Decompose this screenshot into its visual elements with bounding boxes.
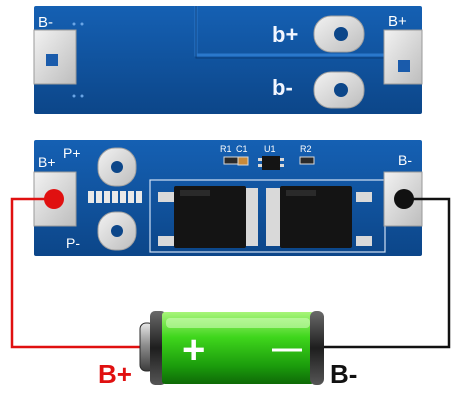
top-left-pad-hole xyxy=(46,54,58,66)
mosfet2-tab xyxy=(356,192,372,202)
wires xyxy=(10,189,451,349)
r2-label: R2 xyxy=(300,144,312,154)
battery-right-ring xyxy=(310,311,324,385)
u1-pin xyxy=(280,164,284,167)
mosfet1-highlight xyxy=(180,190,210,196)
smd-pad xyxy=(136,191,142,203)
u1-pin xyxy=(258,164,262,167)
via-dot xyxy=(80,94,84,98)
p-plus-hole xyxy=(111,161,123,173)
top-board: B- B+ b+ b- xyxy=(33,6,423,114)
top-right-pad-label: B+ xyxy=(388,13,407,30)
battery-shine xyxy=(166,318,310,328)
via-dot xyxy=(72,22,76,26)
top-right-pad xyxy=(383,29,423,85)
smd-pad xyxy=(112,191,118,203)
mosfet2-tab xyxy=(356,236,372,246)
bottom-left-pad-label: B+ xyxy=(38,154,56,170)
top-board-trace-shadow xyxy=(195,6,394,59)
via-dot xyxy=(72,94,76,98)
top-upper-hole-label: b+ xyxy=(272,22,298,47)
p-plus-label: P+ xyxy=(63,145,81,161)
mosfet1-body xyxy=(174,186,246,248)
battery-minus-symbol: — xyxy=(272,332,302,365)
r1-resistor xyxy=(223,156,239,165)
bottom-right-pad-label: B- xyxy=(398,152,412,168)
c1-label: C1 xyxy=(236,144,248,154)
mosfet1-tab xyxy=(158,236,174,246)
mosfet1-tab xyxy=(158,192,174,202)
r2-resistor xyxy=(299,156,315,165)
u1-label: U1 xyxy=(264,144,276,154)
mosfet2-body xyxy=(280,186,352,248)
top-board-pcb xyxy=(34,6,422,114)
positive-wire-label: B+ xyxy=(98,359,132,389)
smd-pad xyxy=(128,191,134,203)
positive-probe-dot xyxy=(44,189,64,209)
top-lower-hole xyxy=(334,83,348,97)
r1-label: R1 xyxy=(220,144,232,154)
mosfet2-highlight xyxy=(286,190,316,196)
p-minus-label: P- xyxy=(66,235,80,251)
smd-pad xyxy=(88,191,94,203)
negative-probe-dot xyxy=(394,189,414,209)
u1-pin xyxy=(258,158,262,161)
mosfet2-drain xyxy=(266,188,282,246)
bottom-board: B+ P+ P- B- R1 C1 U1 R2 xyxy=(33,140,423,256)
via-dot xyxy=(80,22,84,26)
smd-pad xyxy=(96,191,102,203)
top-upper-hole xyxy=(334,27,348,41)
u1-chip xyxy=(262,156,280,170)
u1-pin xyxy=(280,158,284,161)
negative-wire-label: B- xyxy=(330,359,357,389)
positive-wire xyxy=(10,197,150,349)
smd-pad xyxy=(120,191,126,203)
top-lower-hole-label: b- xyxy=(272,75,293,100)
top-right-pad-hole xyxy=(398,60,410,72)
battery: + — xyxy=(139,311,324,385)
negative-wire xyxy=(316,197,451,349)
p-minus-hole xyxy=(111,225,123,237)
top-left-pad-label: B- xyxy=(38,14,53,31)
battery-body xyxy=(162,312,314,384)
c1-capacitor xyxy=(237,156,249,166)
battery-plus-symbol: + xyxy=(182,328,205,372)
smd-pad xyxy=(104,191,110,203)
